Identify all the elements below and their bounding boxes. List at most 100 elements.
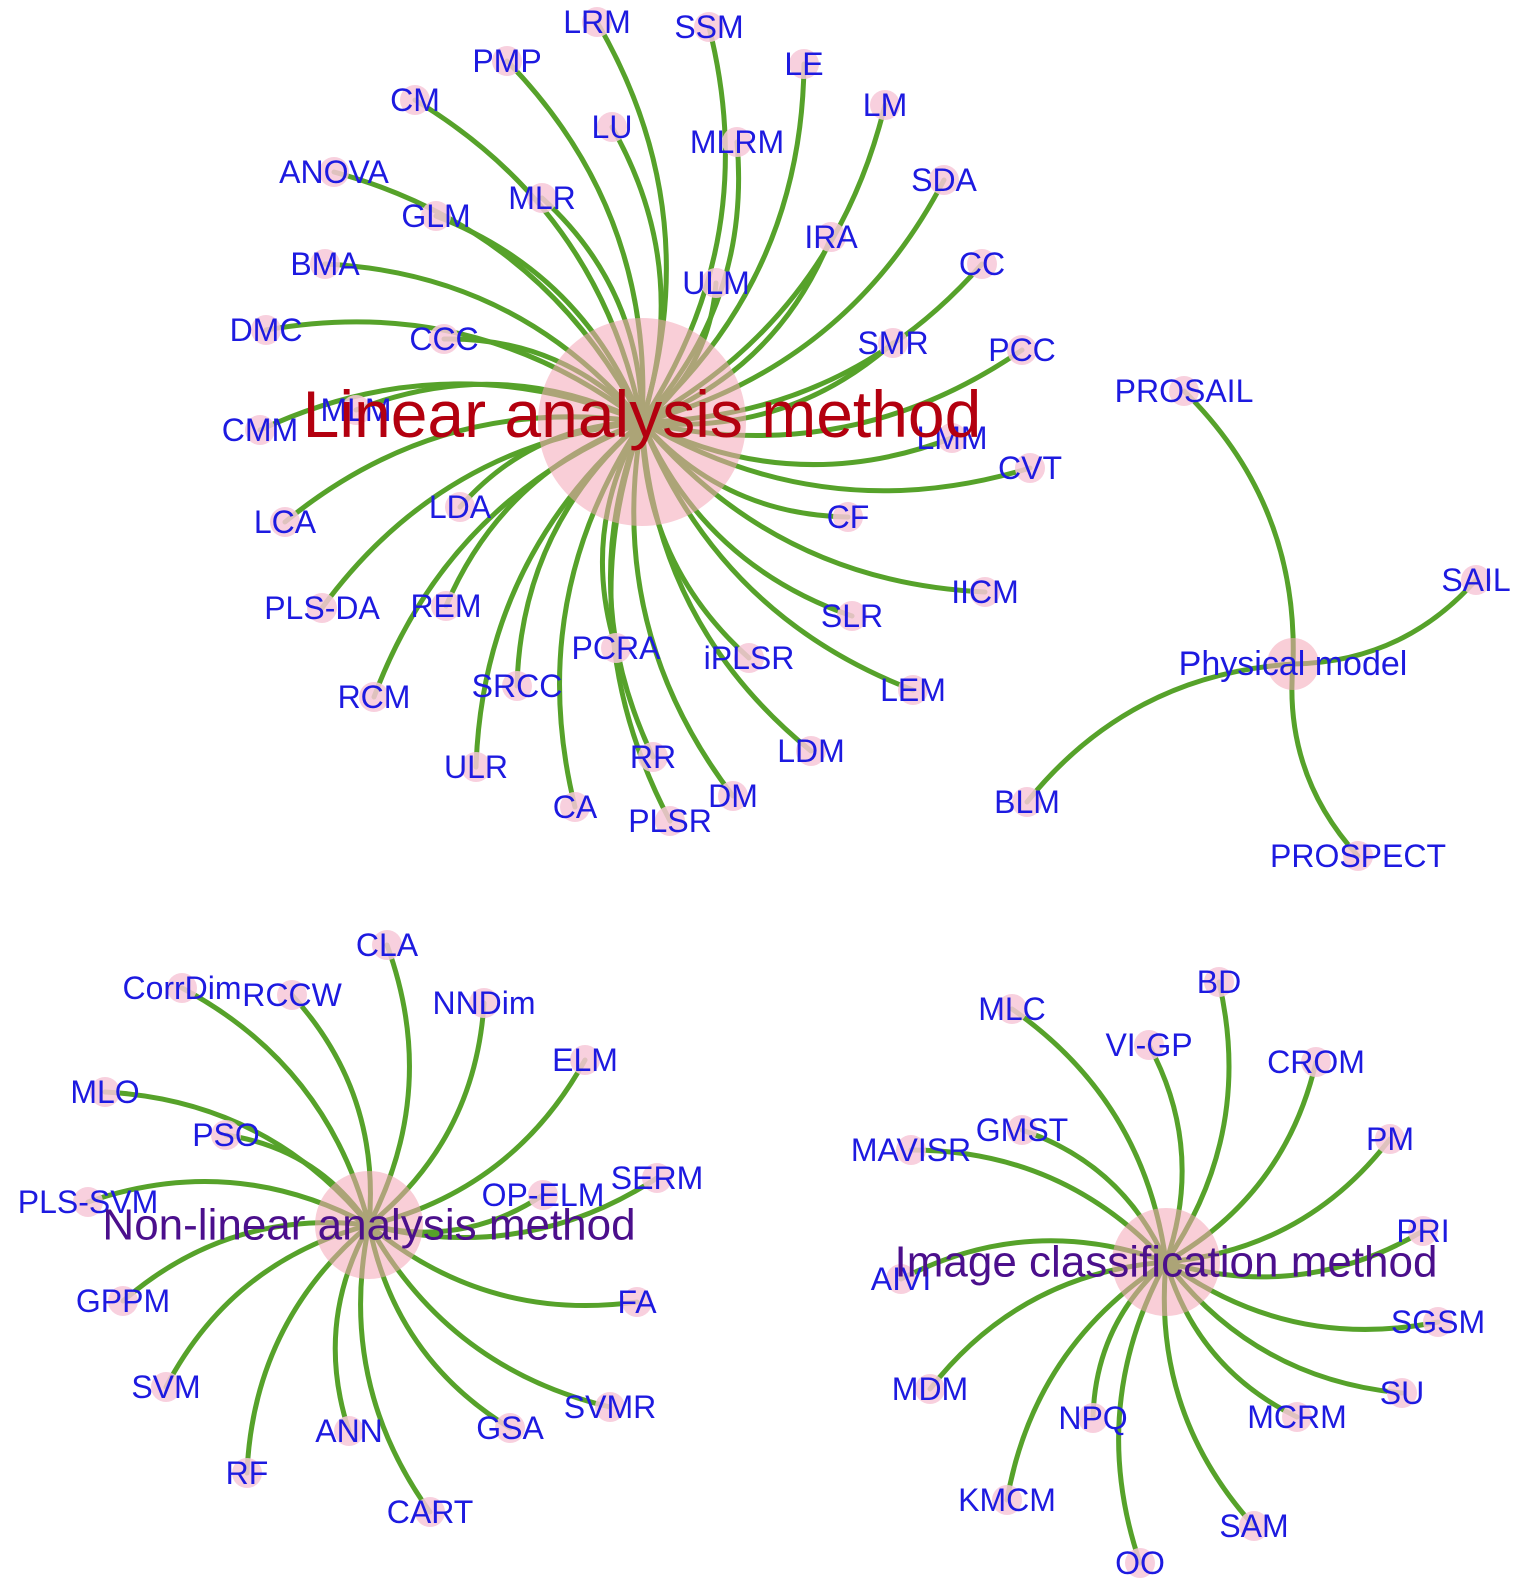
leaf-label-lca: LCA [254, 504, 317, 540]
leaf-label-mlrm: MLRM [690, 124, 784, 160]
leaf-label-bd: BD [1197, 964, 1241, 1000]
leaf-label-prospect: PROSPECT [1270, 838, 1446, 874]
leaf-node-gsa [495, 1413, 525, 1443]
leaf-label-le: LE [784, 46, 823, 82]
leaf-node-ulm [701, 268, 731, 298]
leaf-node-prosail [1169, 376, 1199, 406]
leaf-node-ssm [694, 12, 724, 42]
leaf-node-rccw [277, 980, 307, 1010]
leaf-node-cmm [245, 415, 275, 445]
leaf-label-mlc: MLC [978, 991, 1046, 1027]
leaf-label-anova: ANOVA [279, 154, 389, 190]
edge-physical-prosail [1181, 388, 1296, 667]
leaf-label-ccc: CCC [409, 321, 478, 357]
leaf-label-crom: CROM [1267, 1044, 1365, 1080]
leaf-label-pso: PSO [192, 1117, 260, 1153]
edge-physical-sail [1290, 577, 1479, 667]
leaf-node-anova [319, 157, 349, 187]
leaf-node-nndim [469, 988, 499, 1018]
leaf-label-aivi: AIVI [871, 1261, 931, 1297]
leaf-label-kmcm: KMCM [958, 1482, 1056, 1518]
leaf-label-cf: CF [827, 499, 870, 535]
leaf-node-ulr [461, 752, 491, 782]
leaf-node-pmp [492, 46, 522, 76]
leaf-node-mlrm [722, 127, 752, 157]
leaf-node-pm [1375, 1124, 1405, 1154]
leaf-label-prosail: PROSAIL [1115, 373, 1254, 409]
leaf-label-serm: SERM [611, 1160, 703, 1196]
leaf-node-pcra [601, 633, 631, 663]
leaf-label-iplsr: iPLSR [704, 640, 795, 676]
leaf-label-ulr: ULR [444, 749, 508, 785]
leaf-node-ann [334, 1416, 364, 1446]
leaf-node-gmst [1007, 1115, 1037, 1145]
leaf-label-lem: LEM [880, 672, 946, 708]
leaf-label-iicm: IICM [951, 574, 1019, 610]
leaf-label-srcc: SRCC [472, 668, 563, 704]
hub-node-linear [538, 318, 746, 526]
leaf-label-rcm: RCM [338, 679, 411, 715]
leaf-node-mlm [341, 395, 371, 425]
leaf-node-cvt [1015, 453, 1045, 483]
leaf-label-pls-svm: PLS-SVM [18, 1184, 158, 1220]
leaf-node-rem [431, 591, 461, 621]
leaf-label-svmr: SVMR [564, 1389, 656, 1425]
leaf-label-sgsm: SGSM [1391, 1304, 1485, 1340]
leaf-label-ldm: LDM [777, 733, 845, 769]
leaf-node-sda [929, 165, 959, 195]
leaf-label-cc: CC [959, 246, 1005, 282]
leaf-node-fa [622, 1287, 652, 1317]
leaf-node-mlo [90, 1077, 120, 1107]
leaf-label-vi-gp: VI-GP [1105, 1027, 1192, 1063]
edge-physical-prospect [1289, 661, 1361, 859]
leaf-node-vi-gp [1134, 1030, 1164, 1060]
leaf-node-prospect [1343, 841, 1373, 871]
leaf-node-rf [232, 1458, 262, 1488]
leaf-label-lda: LDA [429, 489, 492, 525]
leaf-node-mavisr [896, 1135, 926, 1165]
leaf-node-ldm [796, 736, 826, 766]
leaf-node-lrm [582, 7, 612, 37]
leaf-node-svmr [595, 1392, 625, 1422]
leaf-node-srcc [502, 671, 532, 701]
leaf-node-pso [211, 1120, 241, 1150]
leaf-node-elm [570, 1045, 600, 1075]
leaf-label-sda: SDA [911, 162, 977, 198]
leaf-label-pmp: PMP [472, 43, 541, 79]
leaf-label-oo: OO [1115, 1545, 1165, 1581]
leaf-node-cf [833, 502, 863, 532]
leaf-label-sam: SAM [1219, 1508, 1288, 1544]
leaf-node-su [1387, 1378, 1417, 1408]
leaf-node-bd [1204, 967, 1234, 997]
leaf-label-slr: SLR [821, 598, 883, 634]
nodes-layer [73, 7, 1491, 1578]
leaf-node-iicm [970, 577, 1000, 607]
leaf-label-op-elm: OP-ELM [482, 1177, 605, 1213]
leaf-node-bma [310, 249, 340, 279]
edge-physical-blm [1024, 661, 1296, 805]
leaf-node-sgsm [1423, 1307, 1453, 1337]
leaf-node-cla [372, 930, 402, 960]
hub-label-linear: Linear analysis method [303, 377, 982, 451]
leaf-node-aivi [886, 1264, 916, 1294]
leaf-label-mlm: MLM [320, 392, 391, 428]
leaf-node-svm [151, 1372, 181, 1402]
leaf-label-cla: CLA [356, 927, 419, 963]
leaf-label-lrm: LRM [563, 4, 631, 40]
leaf-node-lda [445, 492, 475, 522]
hub-node-nonlinear [315, 1171, 423, 1279]
leaf-label-npq: NPQ [1058, 1400, 1127, 1436]
leaf-node-cart [415, 1497, 445, 1527]
leaf-label-pcra: PCRA [572, 630, 662, 666]
leaf-label-su: SU [1380, 1375, 1424, 1411]
leaf-label-rem: REM [410, 588, 481, 624]
hub-node-image [1112, 1208, 1220, 1316]
leaf-label-cmm: CMM [222, 412, 298, 448]
leaf-node-rcm [359, 682, 389, 712]
leaf-label-gppm: GPPM [76, 1283, 170, 1319]
leaf-label-mdm: MDM [892, 1371, 968, 1407]
leaf-node-mdm [915, 1374, 945, 1404]
leaf-label-elm: ELM [552, 1042, 618, 1078]
hub-label-nonlinear: Non-linear analysis method [102, 1201, 635, 1250]
